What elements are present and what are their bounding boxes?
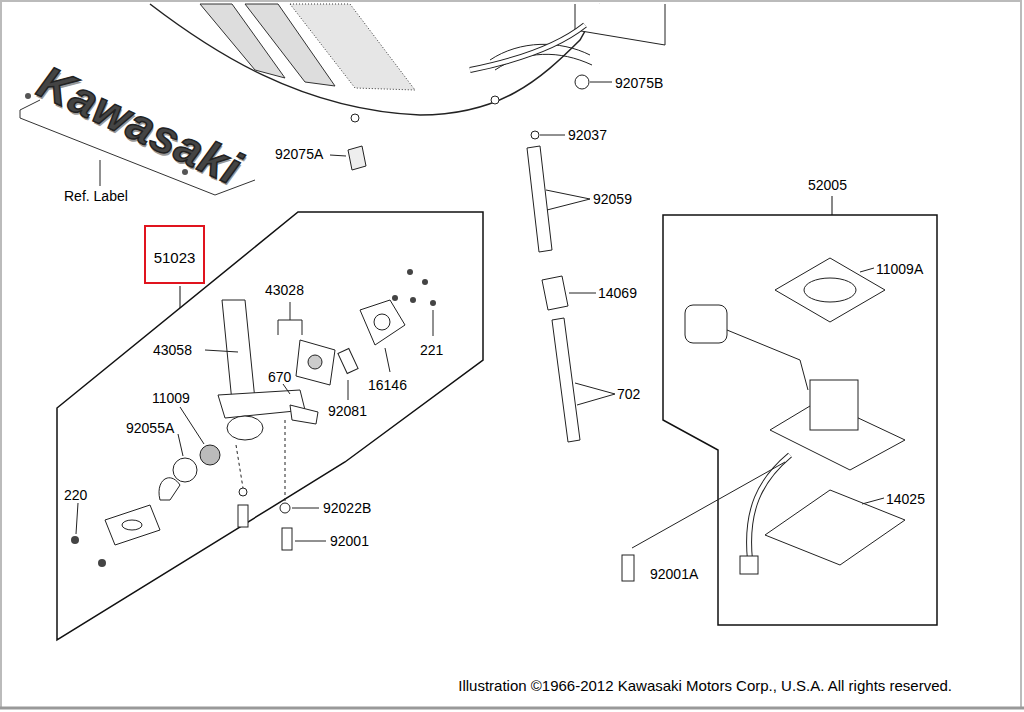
part-number: 51023 xyxy=(146,249,203,266)
callout-number: 702 xyxy=(617,386,640,402)
callout-number: 92081 xyxy=(328,403,367,419)
callout-number: 11009A xyxy=(876,261,923,277)
callout-number: 92075A xyxy=(275,146,323,162)
callout-number: 92037 xyxy=(568,127,607,143)
callout-number: 52005 xyxy=(808,177,847,193)
callout-number: 92001A xyxy=(650,566,698,582)
brand-emblem: Kawasaki xyxy=(30,55,250,196)
callout-number: 14069 xyxy=(598,285,637,301)
callout-number: 92001 xyxy=(330,533,369,549)
callout-number: 11009 xyxy=(152,390,190,406)
callout-number: 43028 xyxy=(265,282,304,298)
callout-number: 14025 xyxy=(886,491,925,507)
callout-number: 92055A xyxy=(126,420,174,436)
callout-number: 92059 xyxy=(593,191,632,207)
reference-label: Ref. Label xyxy=(64,188,128,204)
callout-number: 670 xyxy=(268,369,291,385)
callout-number: 220 xyxy=(64,487,87,503)
callout-number: 92075B xyxy=(615,75,663,91)
callout-number: 92022B xyxy=(323,500,371,516)
callout-number: 16146 xyxy=(368,377,407,393)
callout-number: 221 xyxy=(420,342,443,358)
highlight-box: 51023 xyxy=(144,225,205,284)
callout-number: 43058 xyxy=(153,342,192,358)
copyright-caption: Illustration ©1966-2012 Kawasaki Motors … xyxy=(458,677,952,694)
